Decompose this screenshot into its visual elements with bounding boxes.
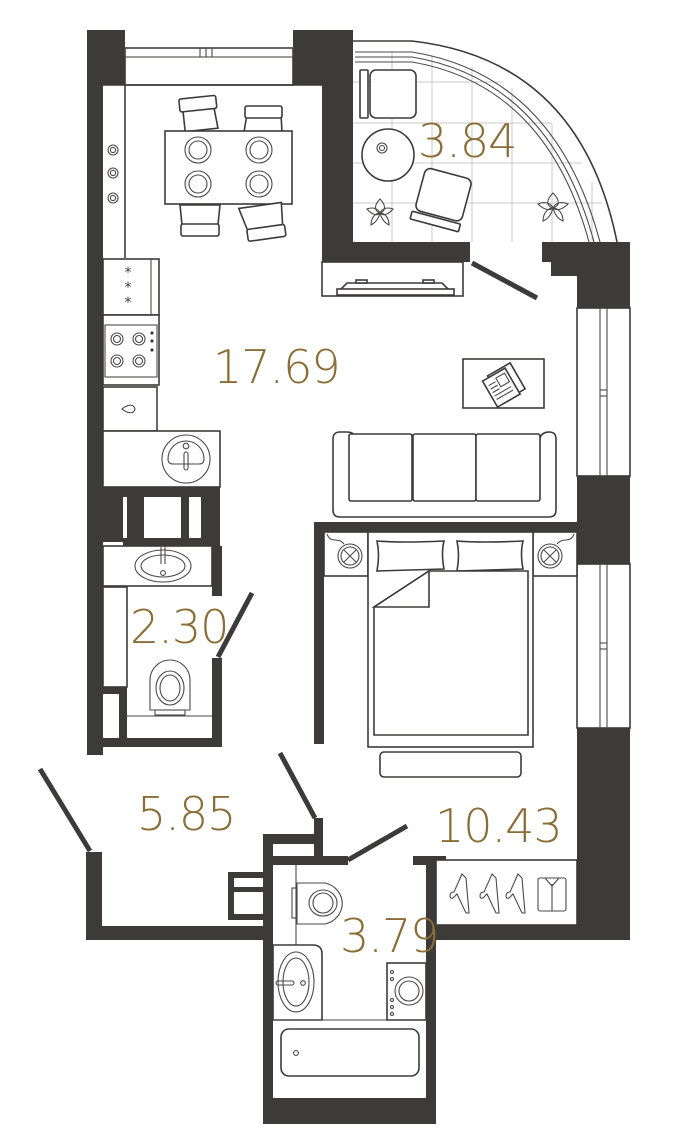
- bathtub-icon: [280, 1028, 420, 1077]
- coffee-table-icon: [361, 128, 415, 182]
- balcony-window: [355, 51, 601, 243]
- walls: [86, 30, 630, 1124]
- armchair-icon: [359, 69, 417, 119]
- area-label-hallway: 5.85: [137, 787, 236, 841]
- window-icon: [576, 307, 631, 477]
- kitchen-counter: * * *: [102, 84, 322, 488]
- plant-icon: [537, 192, 569, 222]
- bathroom: [272, 865, 427, 1077]
- shirt-icon: [537, 877, 567, 912]
- area-label-bedroom: 10.43: [435, 799, 563, 853]
- bed-icon: [323, 531, 578, 748]
- dining-table-icon: [164, 94, 293, 242]
- armchair-icon: [409, 167, 472, 233]
- svg-text:*: *: [125, 295, 132, 311]
- wc: [102, 545, 213, 717]
- door-icon: [37, 260, 539, 863]
- chair-icon: [243, 105, 283, 133]
- svg-text:*: *: [125, 265, 132, 281]
- washbasin-icon: [272, 944, 323, 1021]
- washing-machine-icon: [386, 962, 427, 1021]
- svg-text:*: *: [125, 280, 132, 296]
- balcony-railing: [353, 40, 618, 243]
- plate-icon: [184, 136, 273, 198]
- magazine-table-icon: [462, 358, 545, 409]
- area-label-balcony: 3.84: [418, 114, 517, 168]
- washbasin-icon: [102, 545, 213, 587]
- stove-icon: [102, 314, 160, 386]
- area-label-living-kitchen: 17.69: [213, 340, 341, 394]
- plant-icon: [366, 198, 394, 226]
- kitchen-sink-icon: [102, 430, 221, 488]
- fridge-icon: * * *: [102, 258, 160, 316]
- sofa-icon: [332, 431, 557, 518]
- hanger-icon: [449, 873, 526, 914]
- nightstand-lamp-icon: [532, 531, 578, 577]
- chair-icon: [237, 201, 287, 242]
- chair-icon: [179, 204, 221, 237]
- bench-icon: [379, 751, 522, 778]
- area-label-bathroom: 3.79: [340, 909, 439, 963]
- cabinet-icon: [102, 386, 158, 432]
- hood-icon: [107, 144, 119, 204]
- tv-icon: [321, 261, 464, 297]
- area-label-wc: 2.30: [130, 600, 229, 654]
- toilet-icon: [149, 659, 191, 716]
- wardrobe: [435, 859, 578, 926]
- toilet-icon: [291, 882, 343, 925]
- chair-icon: [178, 94, 219, 133]
- window-icon: [576, 563, 631, 729]
- window-icon: [124, 47, 294, 86]
- nightstand-lamp-icon: [323, 531, 369, 577]
